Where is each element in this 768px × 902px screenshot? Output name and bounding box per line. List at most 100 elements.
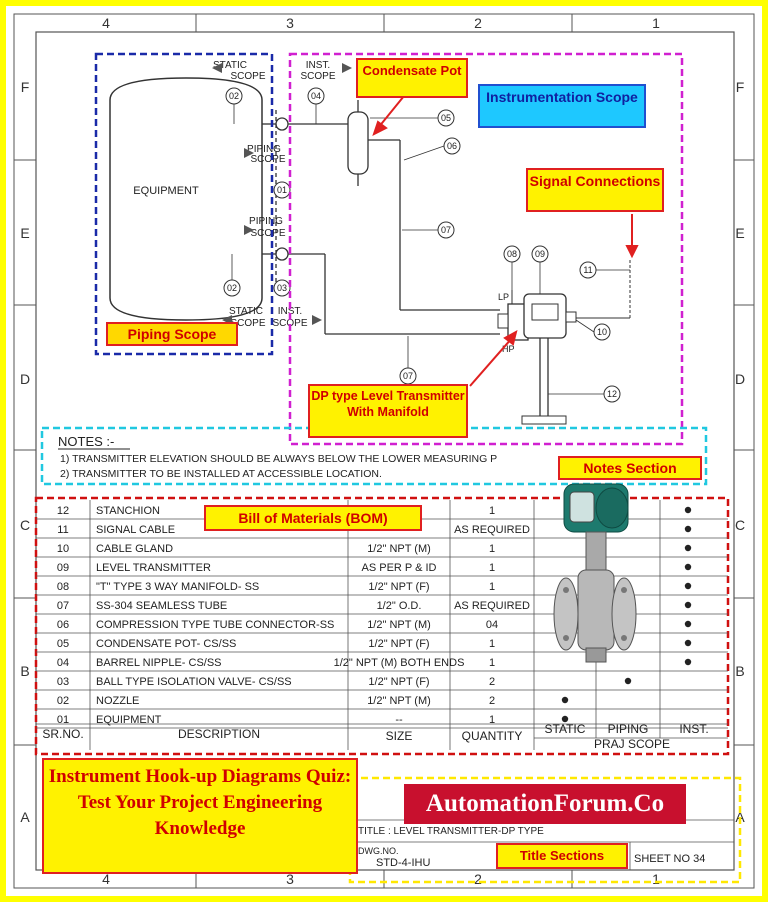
bom-scope-dot [684, 620, 692, 628]
bom-cell-quantity: 1 [489, 505, 495, 517]
bom-cell-description: BALL TYPE ISOLATION VALVE- CS/SS [96, 676, 292, 688]
bom-cell-quantity: 1 [489, 638, 495, 650]
static-scope-bottom-1: STATIC [229, 306, 263, 317]
bom-cell-quantity: 2 [489, 695, 495, 707]
bom-scope-dot [624, 677, 632, 685]
balloon-06: 06 [447, 141, 457, 151]
grid-row-e-right: E [735, 225, 744, 241]
callout-dp-transmitter: DP type Level Transmitter With Manifold [308, 384, 468, 438]
process-piping [262, 110, 500, 335]
bom-header-description: DESCRIPTION [178, 727, 260, 741]
bom-cell-description: BARREL NIPPLE- CS/SS [96, 657, 222, 669]
bom-cell-size: -- [395, 714, 403, 726]
grid-col-4-top: 4 [102, 15, 110, 31]
bom-cell-quantity: 1 [489, 562, 495, 574]
bom-header-inst: INST. [679, 722, 708, 736]
bom-cell-description: CABLE GLAND [96, 543, 173, 555]
grid-row-e-left: E [20, 225, 29, 241]
bom-cell-description: STANCHION [96, 505, 160, 517]
bom-cell-srno: 08 [57, 581, 69, 593]
bom-scope-dot [561, 715, 569, 723]
balloon-05: 05 [441, 113, 451, 123]
bom-cell-size: 1/2" NPT (M) BOTH ENDS [334, 657, 465, 669]
leader-lines [231, 104, 630, 395]
callout-arrows [372, 95, 639, 387]
grid-col-1-bottom: 1 [652, 871, 660, 887]
balloon-02a: 02 [229, 91, 239, 101]
hp-label: HP [502, 344, 515, 354]
bom-cell-quantity: AS REQUIRED [454, 524, 530, 536]
callout-piping-scope: Piping Scope [106, 322, 238, 346]
bom-cell-quantity: 04 [486, 619, 498, 631]
inst-scope-top-2: SCOPE [300, 71, 335, 82]
bom-cell-quantity: 1 [489, 657, 495, 669]
inst-scope-bottom-1: INST. [278, 306, 302, 317]
inst-scope-bottom-2: SCOPE [272, 318, 307, 329]
bom-cell-size: AS PER P & ID [362, 562, 437, 574]
grid-col-2-top: 2 [474, 15, 482, 31]
bom-cell-srno: 01 [57, 714, 69, 726]
bom-scope-dot [684, 601, 692, 609]
bom-header-quantity: QUANTITY [462, 729, 523, 743]
grid-col-4-bottom: 4 [102, 871, 110, 887]
bom-cell-description: "T" TYPE 3 WAY MANIFOLD- SS [96, 581, 259, 593]
bom-cell-size: 1/2" NPT (M) [367, 543, 431, 555]
bom-cell-srno: 09 [57, 562, 69, 574]
bom-cell-description: LEVEL TRANSMITTER [96, 562, 211, 574]
bom-cell-quantity: 1 [489, 581, 495, 593]
bom-cell-quantity: 1 [489, 714, 495, 726]
bom-cell-srno: 11 [57, 524, 68, 536]
grid-col-3-top: 3 [286, 15, 294, 31]
callout-bom: Bill of Materials (BOM) [204, 505, 422, 531]
bom-cell-quantity: AS REQUIRED [454, 600, 530, 612]
bom-scope-dot [684, 506, 692, 514]
bom-cell-size: 1/2" NPT (F) [368, 581, 429, 593]
grid-row-b-right: B [735, 663, 744, 679]
bom-cell-description: COMPRESSION TYPE TUBE CONNECTOR-SS [96, 619, 334, 631]
brand-logo: AutomationForum.Co [404, 784, 686, 824]
bom-scope-dot [684, 639, 692, 647]
callout-signal-connections: Signal Connections [526, 168, 664, 212]
bom-scope-dot [684, 658, 692, 666]
bom-scope-dot [684, 563, 692, 571]
bom-scope-dot [684, 544, 692, 552]
condensate-pot [347, 100, 401, 186]
title-block-dwg-no: STD-4-IHU [376, 857, 430, 869]
piping-scope-2b: SCOPE [250, 228, 285, 239]
bom-cell-size: 1/2" O.D. [377, 600, 422, 612]
bom-scope-dot [684, 525, 692, 533]
balloon-01: 01 [277, 185, 287, 195]
piping-scope-1b: SCOPE [250, 154, 285, 165]
callout-title-sections: Title Sections [496, 843, 628, 869]
bom-cell-srno: 03 [57, 676, 69, 688]
bom-cell-srno: 07 [57, 600, 69, 612]
lp-label: LP [498, 292, 509, 302]
balloon-02b: 02 [227, 283, 237, 293]
bom-cell-quantity: 1 [489, 543, 495, 555]
equipment-vessel [109, 77, 263, 321]
bom-cell-srno: 12 [57, 505, 69, 517]
bom-cell-srno: 05 [57, 638, 69, 650]
inst-scope-top-1: INST. [306, 60, 330, 71]
bom-cell-srno: 06 [57, 619, 69, 631]
bom-cell-description: NOZZLE [96, 695, 139, 707]
balloons [223, 87, 621, 403]
title-block-sheet: SHEET NO 34 [634, 853, 705, 865]
title-block-dwg-label: DWG.NO. [358, 846, 399, 856]
bom-cell-size: 1/2" NPT (M) [367, 619, 431, 631]
bom-header-size: SIZE [386, 729, 413, 743]
static-scope-top-1: STATIC [213, 60, 247, 71]
balloon-10: 10 [597, 327, 607, 337]
balloon-04: 04 [311, 91, 321, 101]
bom-header-static: STATIC [545, 722, 586, 736]
grid-row-c-left: C [20, 517, 30, 533]
bom-cell-srno: 02 [57, 695, 69, 707]
note-line-1: 1) TRANSMITTER ELEVATION SHOULD BE ALWAY… [60, 453, 497, 465]
balloon-11: 11 [583, 265, 592, 275]
bom-cell-description: SS-304 SEAMLESS TUBE [96, 600, 227, 612]
bom-cell-quantity: 2 [489, 676, 495, 688]
transmitter-photo [553, 483, 637, 663]
bom-cell-size: 1/2" NPT (M) [367, 695, 431, 707]
